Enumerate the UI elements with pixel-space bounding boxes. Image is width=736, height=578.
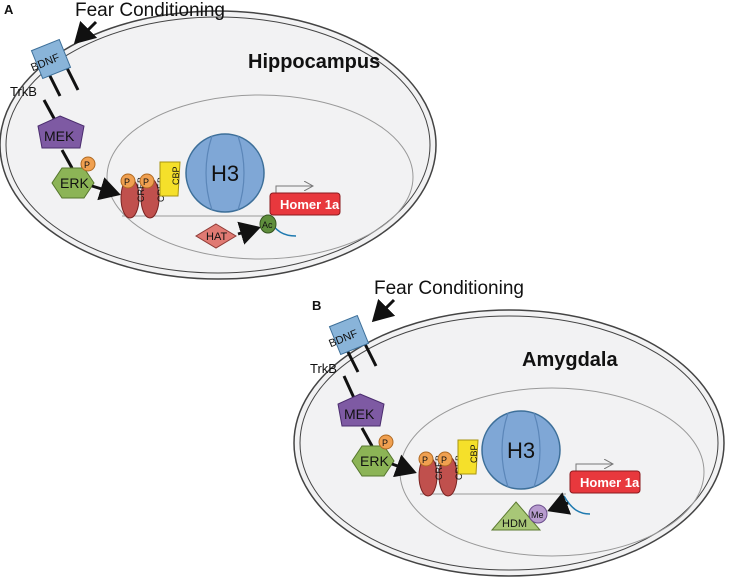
erk-phospho-a <box>80 156 96 172</box>
erk-creb-arrow-b <box>391 454 417 478</box>
cell-a-inner-membrane <box>5 16 431 274</box>
erk-phospho-label-b: P <box>382 438 388 448</box>
bdnf-ligand-b: BDNF <box>327 314 370 356</box>
creb-phospho-left-a <box>120 173 136 189</box>
gene-homer-a <box>269 192 341 216</box>
methyl-mark-b <box>528 504 548 524</box>
creb-phospho-label-right-a: P <box>143 177 149 187</box>
mek-node-b <box>337 393 385 427</box>
acetyl-label-a: Ac <box>262 220 273 230</box>
creb-phospho-right-a <box>139 173 155 189</box>
erk-label-b: ERK <box>360 453 389 469</box>
panel-b: B Amygdala Fear Conditioning BDNF TrkB M… <box>293 278 725 577</box>
hat-ac-arrow-a <box>237 221 261 245</box>
cbp-label-a: CBP <box>171 166 181 185</box>
mek-label-a: MEK <box>44 128 75 144</box>
panel-a: A Hippocampus Fear Conditioning BDNF Trk… <box>0 0 437 280</box>
mek-erk-link-b <box>360 427 374 447</box>
stimulus-arrow-a <box>73 20 98 45</box>
erk-phospho-b <box>378 434 394 450</box>
mek-erk-link-a <box>60 149 74 169</box>
region-title-a: Hippocampus <box>248 51 380 73</box>
mek-node-a <box>37 115 85 149</box>
cbp-node-a <box>159 161 181 197</box>
methyl-label-b: Me <box>531 510 544 520</box>
creb-label-left-b: CREB <box>434 455 444 480</box>
hdm-enzyme-b <box>490 501 542 531</box>
mek-label-b: MEK <box>344 406 375 422</box>
erk-phospho-label-a: P <box>84 160 90 170</box>
acetyl-mark-a <box>259 214 277 234</box>
stimulus-label-b: Fear Conditioning <box>374 278 524 299</box>
histone-h3-a: H3 <box>185 133 265 213</box>
erk-label-a: ERK <box>60 175 89 191</box>
gene-homer-label-a: Homer 1a <box>280 197 340 212</box>
trkb-label-a: TrkB <box>10 84 37 99</box>
creb-label-left-a: CREB <box>136 177 146 202</box>
hdm-label-b: HDM <box>502 518 527 530</box>
erk-creb-arrow-a <box>91 177 121 201</box>
histone-label-b: H3 <box>507 438 535 463</box>
hat-label-a: HAT <box>206 231 227 243</box>
creb-phospho-right-b <box>437 451 453 467</box>
gene-homer-label-b: Homer 1a <box>580 475 640 490</box>
hat-enzyme-a <box>195 223 237 249</box>
cell-b-inner-membrane <box>299 315 719 571</box>
creb-phospho-label-left-b: P <box>422 455 428 465</box>
panel-b-label: B <box>312 298 321 313</box>
stimulus-arrow-b <box>371 298 396 323</box>
bdnf-ligand-a: BDNF <box>29 38 72 80</box>
creb-phospho-label-right-b: P <box>441 455 447 465</box>
trkb-label-b: TrkB <box>310 361 337 376</box>
gene-homer-b <box>569 470 641 494</box>
region-title-b: Amygdala <box>522 349 618 371</box>
hdm-me-arrow-b <box>547 492 572 515</box>
histone-label-a: H3 <box>211 161 239 186</box>
creb-phospho-label-left-a: P <box>124 177 130 187</box>
cbp-label-b: CBP <box>469 444 479 463</box>
histone-h3-b: H3 <box>481 410 561 490</box>
cbp-node-b <box>457 439 479 475</box>
creb-phospho-left-b <box>418 451 434 467</box>
panel-a-label: A <box>4 2 14 17</box>
nucleus-a <box>106 94 414 260</box>
stimulus-label-a: Fear Conditioning <box>75 0 225 21</box>
